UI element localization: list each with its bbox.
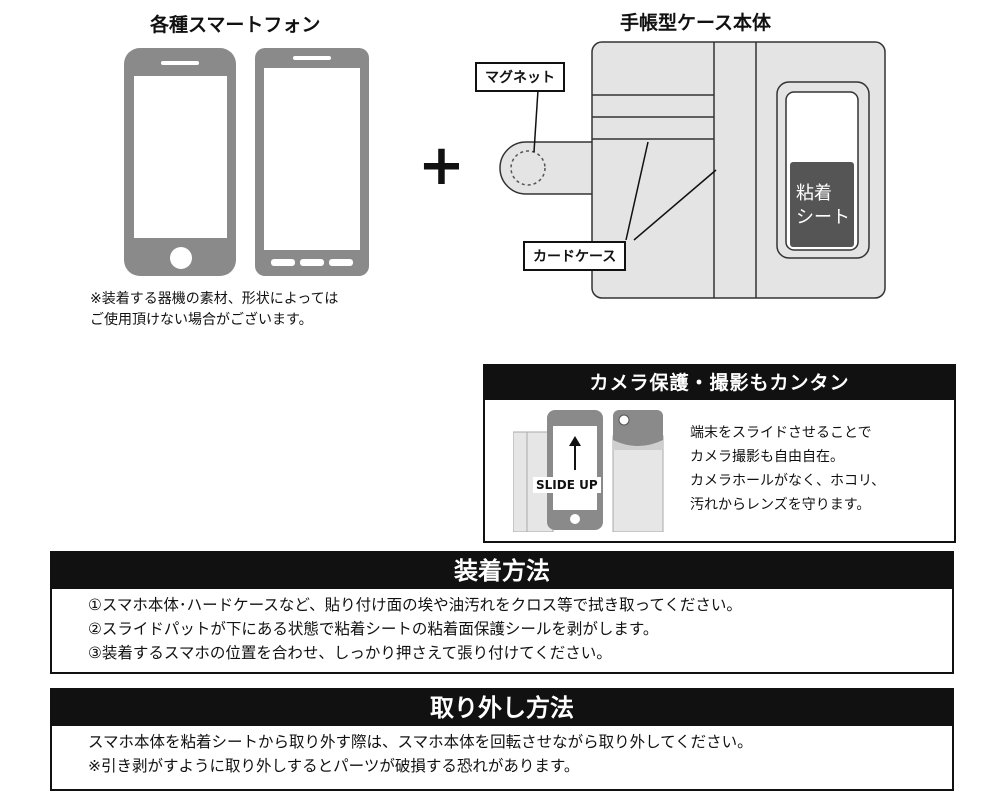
removal-line: ※引き剥がすように取り外しするとパーツが破損する恐れがあります。 [88,757,580,775]
note-line: ご使用頂けない場合がございます。 [90,312,313,328]
plus-sign: + [418,133,465,198]
removal-section: 取り外し方法 スマホ本体を粘着シートから取り外す際は、スマホ本体を回転させながら… [50,688,954,791]
slide-up-label: SLIDE UP [533,477,601,493]
camera-text-line: 端末をスライドさせることで [690,425,872,441]
card-case-callout: カードケース [523,241,627,271]
removal-line: スマホ本体を粘着シートから取り外す際は、スマホ本体を回転させながら取り外してくだ… [88,733,753,751]
slide-up-illustration [513,410,664,532]
iphone-icon [124,48,236,276]
note-line: ※装着する器機の素材、形状によっては [90,291,339,307]
camera-text-line: 汚れからレンズを守ります。 [690,497,871,513]
camera-feature-text: 端末をスライドさせることで カメラ撮影も自由自在。 カメラホールがなく、ホコリ、… [690,421,885,517]
install-header: 装着方法 [52,553,952,589]
sticker-sheet [790,162,854,247]
android-phone-icon [255,48,369,276]
camera-feature-header: カメラ保護・撮影もカンタン [485,366,954,400]
removal-header: 取り外し方法 [52,690,952,726]
compatibility-note: ※装着する器機の素材、形状によっては ご使用頂けない場合がございます。 [90,289,338,331]
install-step: ②スライドパットが下にある状態で粘着シートの粘着面保護シールを剥がします。 [88,620,659,638]
camera-feature-box: カメラ保護・撮影もカンタン SLIDE UP 端末をスライドさせることで カメラ… [483,364,956,543]
phones-title: 各種スマートフォン [150,14,321,36]
magnet-icon [510,150,546,186]
install-step: ③装着するスマホの位置を合わせ、しっかり押さえて張り付けてください。 [88,644,612,662]
camera-text-line: カメラ撮影も自由自在。 [690,449,844,465]
camera-text-line: カメラホールがなく、ホコリ、 [690,473,886,489]
case-title: 手帳型ケース本体 [620,12,772,34]
sticker-label-line: シート [796,207,850,228]
install-section: 装着方法 ①スマホ本体･ハードケースなど、貼り付け面の埃や油汚れをクロス等で拭き… [50,551,954,674]
magnet-strap [499,141,596,195]
magnet-callout: マグネット [475,62,565,92]
sticker-label-line: 粘着 [796,183,832,204]
install-step: ①スマホ本体･ハードケースなど、貼り付け面の埃や油汚れをクロス等で拭き取ってくだ… [88,596,742,614]
camera-lens-icon [618,414,630,426]
smartphones-illustration [124,48,369,276]
flip-case-illustration: 粘着 シート [499,41,886,299]
